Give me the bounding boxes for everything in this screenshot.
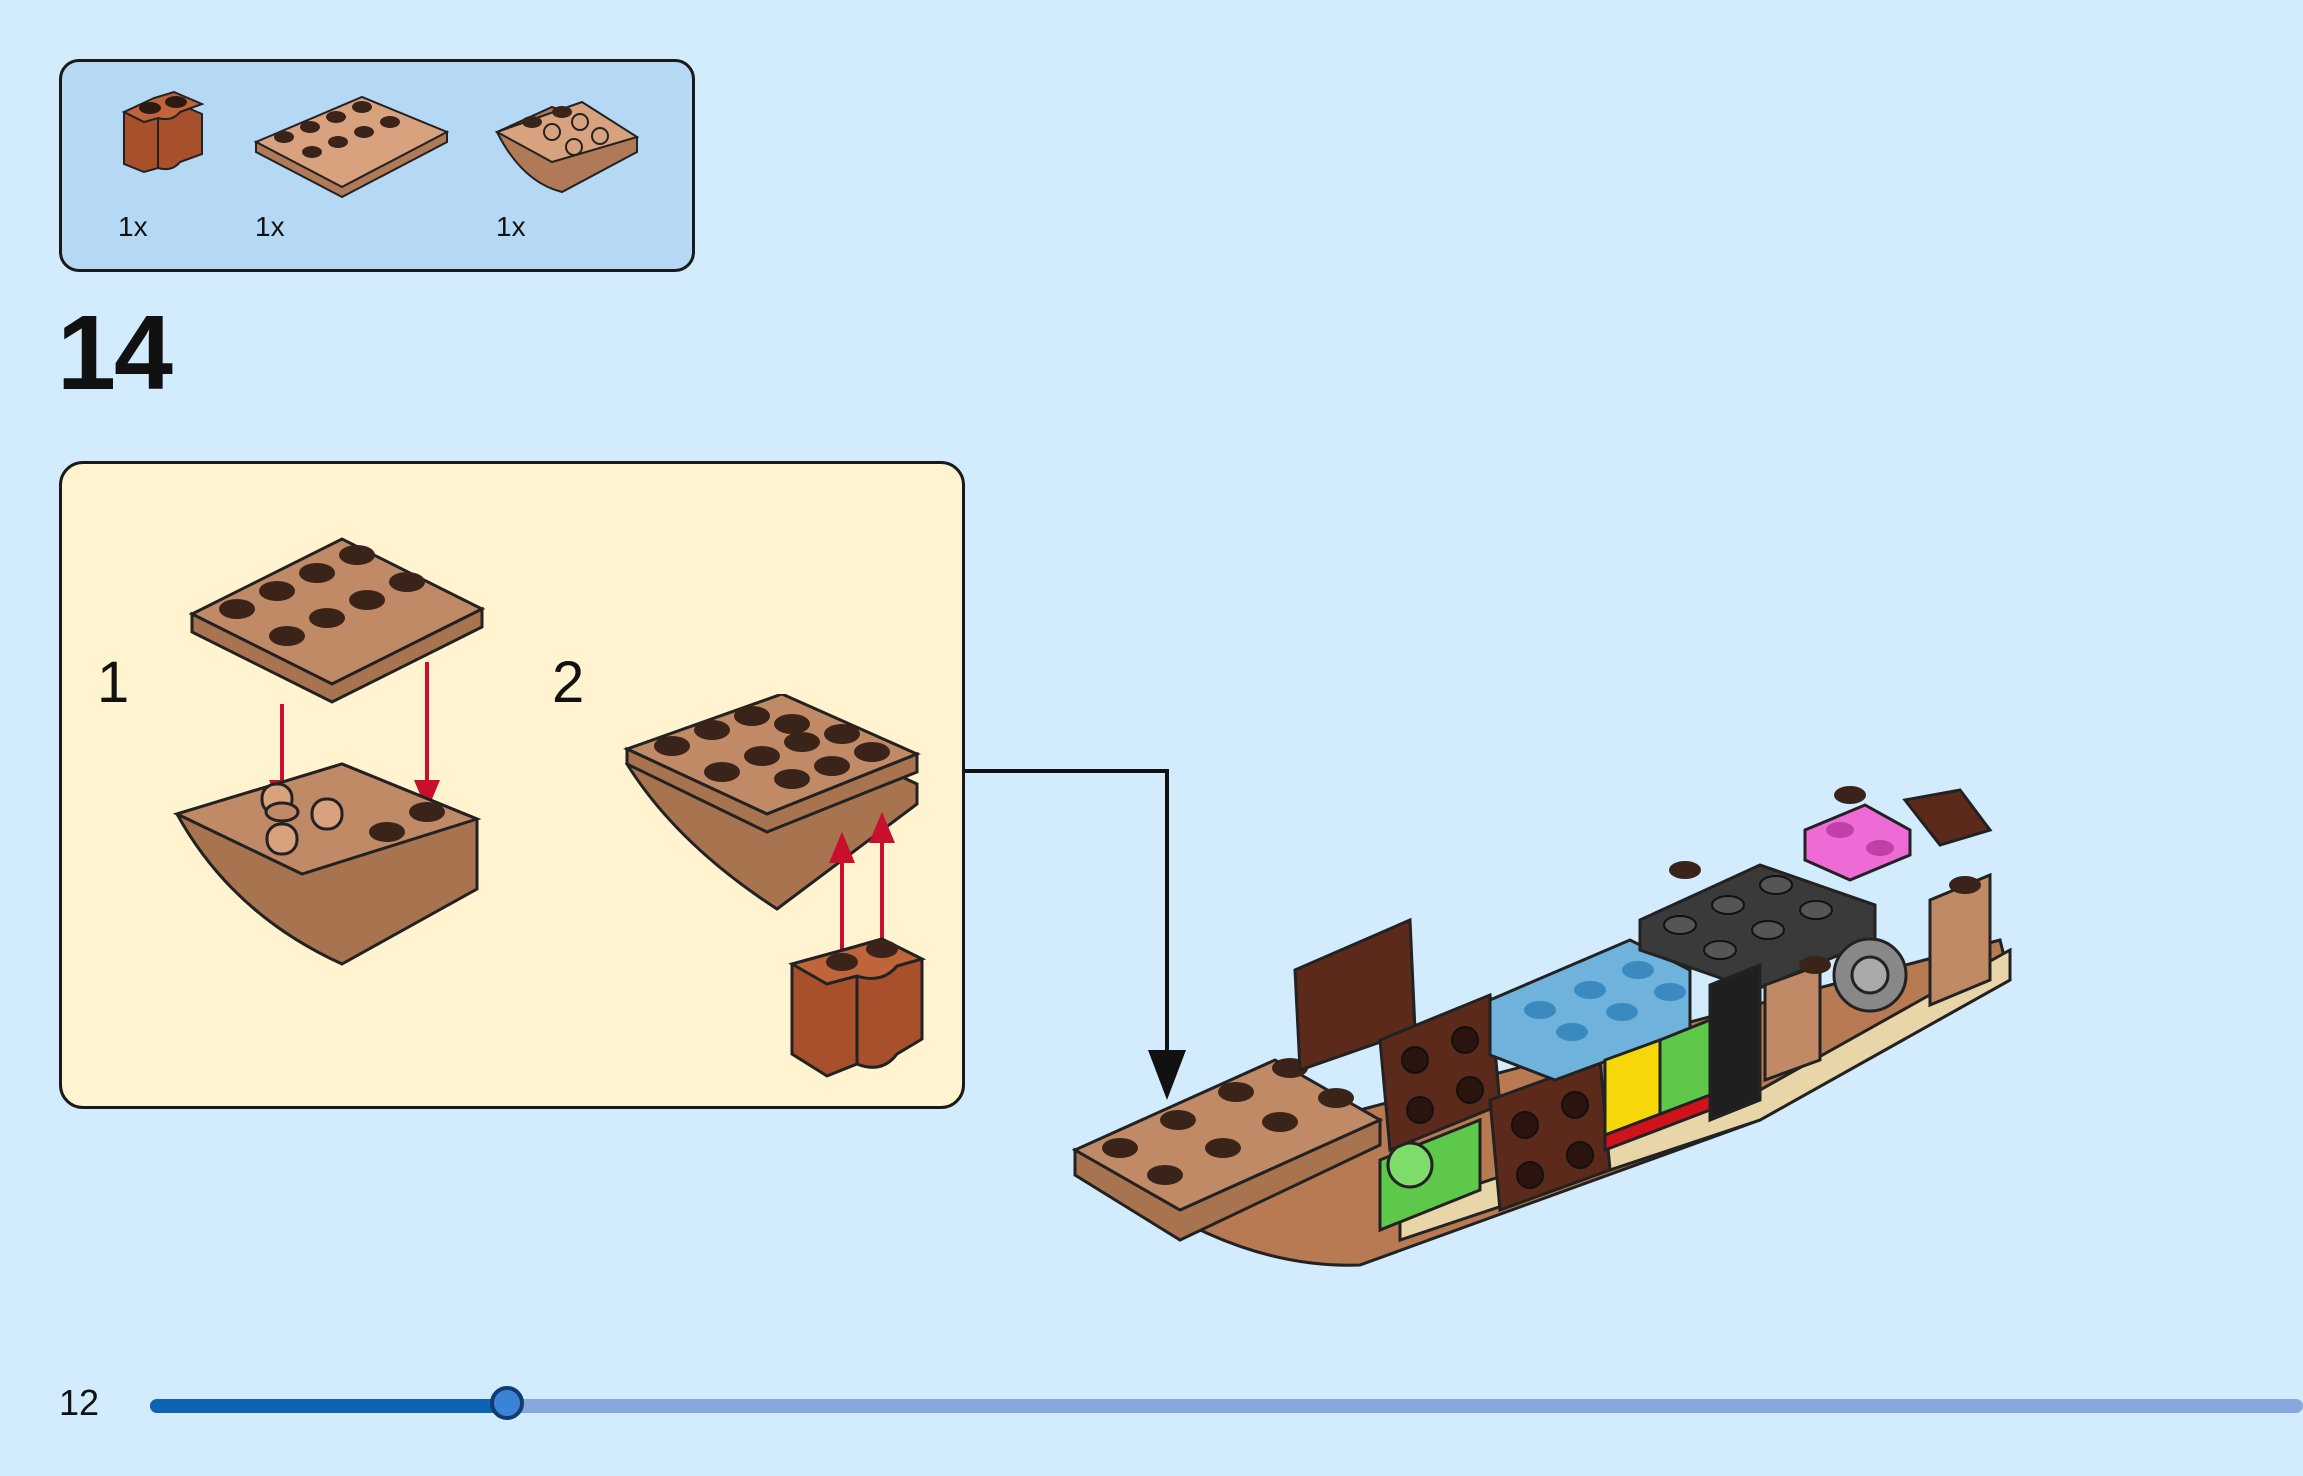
- substep-2-illustration: [623, 694, 927, 1078]
- part-1-quantity: 1x: [118, 211, 148, 242]
- substep-1-illustration: [172, 537, 486, 966]
- page-number: 12: [59, 1382, 100, 1423]
- substep-1-label: 1: [97, 650, 130, 715]
- parts-callout: 1x 1x 1x: [59, 59, 695, 272]
- part-brick-round-corner-icon: [114, 82, 214, 177]
- progress-fill: [150, 1399, 508, 1413]
- progress-track: [150, 1399, 2303, 1413]
- main-model-illustration: [1071, 786, 2012, 1267]
- progress-knob: [490, 1386, 525, 1420]
- part-3-quantity: 1x: [496, 211, 526, 242]
- part-plate-2x4-icon: [252, 92, 452, 202]
- progress-bar: [150, 1386, 2303, 1420]
- step-number: 14: [57, 294, 173, 412]
- part-slope-inverted-icon: [492, 92, 642, 202]
- substep-2-label: 2: [552, 650, 585, 715]
- subassembly-callout: 1 2: [59, 461, 965, 1109]
- part-2-quantity: 1x: [255, 211, 285, 242]
